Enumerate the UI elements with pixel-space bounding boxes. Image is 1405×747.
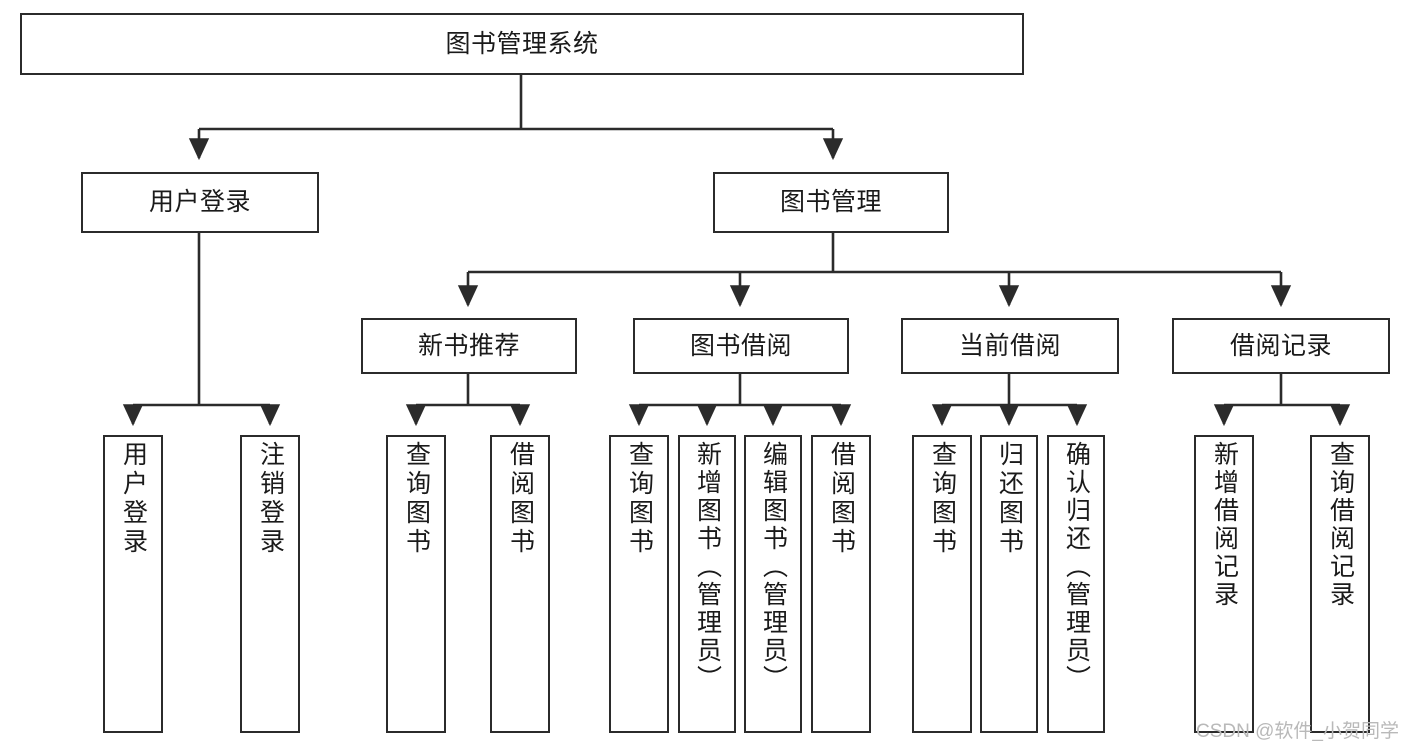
node-leaf-query-book-3[interactable]: 查询图书 [912, 435, 972, 733]
node-label: 借阅记录 [1229, 331, 1332, 360]
node-leaf-logout[interactable]: 注销登录 [240, 435, 300, 733]
node-label: 图书管理系统 [445, 29, 599, 58]
node-leaf-add-book[interactable]: 新增图书（管理员） [678, 435, 736, 733]
node-label: 查询图书 [402, 441, 431, 557]
node-leaf-borrow-book-1[interactable]: 借阅图书 [490, 435, 550, 733]
node-leaf-add-record[interactable]: 新增借阅记录 [1194, 435, 1254, 733]
node-label: 注销登录 [256, 441, 285, 557]
node-leaf-query-book-2[interactable]: 查询图书 [609, 435, 669, 733]
node-label: 借阅图书 [506, 441, 535, 557]
node-label: 用户登录 [148, 188, 251, 217]
node-root-system[interactable]: 图书管理系统 [20, 13, 1024, 75]
node-new-book-recommend[interactable]: 新书推荐 [361, 318, 577, 374]
node-label: 查询图书 [928, 441, 957, 557]
node-label: 用户登录 [119, 441, 148, 557]
node-borrow-record[interactable]: 借阅记录 [1172, 318, 1390, 374]
node-book-borrow[interactable]: 图书借阅 [633, 318, 849, 374]
node-leaf-confirm-return[interactable]: 确认归还（管理员） [1047, 435, 1105, 733]
node-label: 当前借阅 [958, 331, 1061, 360]
node-leaf-borrow-book-2[interactable]: 借阅图书 [811, 435, 871, 733]
node-label: 借阅图书 [827, 441, 856, 557]
node-leaf-return-book[interactable]: 归还图书 [980, 435, 1038, 733]
node-label: 图书管理 [779, 188, 882, 217]
node-label: 新增借阅记录 [1210, 441, 1239, 609]
node-label: 图书借阅 [689, 331, 792, 360]
node-leaf-query-record[interactable]: 查询借阅记录 [1310, 435, 1370, 733]
node-book-management[interactable]: 图书管理 [713, 172, 949, 233]
node-label: 归还图书 [995, 441, 1024, 557]
node-leaf-user-login[interactable]: 用户登录 [103, 435, 163, 733]
node-leaf-query-book-1[interactable]: 查询图书 [386, 435, 446, 733]
node-label: 查询借阅记录 [1326, 441, 1355, 609]
node-current-borrow[interactable]: 当前借阅 [901, 318, 1119, 374]
node-label: 编辑图书（管理员） [759, 441, 788, 693]
node-label: 新增图书（管理员） [693, 441, 722, 693]
node-label: 查询图书 [625, 441, 654, 557]
node-label: 新书推荐 [417, 331, 520, 360]
csdn-watermark: CSDN @软件_小贺同学 [1196, 721, 1399, 742]
node-leaf-edit-book[interactable]: 编辑图书（管理员） [744, 435, 802, 733]
node-user-login[interactable]: 用户登录 [81, 172, 319, 233]
node-label: 确认归还（管理员） [1062, 441, 1091, 693]
